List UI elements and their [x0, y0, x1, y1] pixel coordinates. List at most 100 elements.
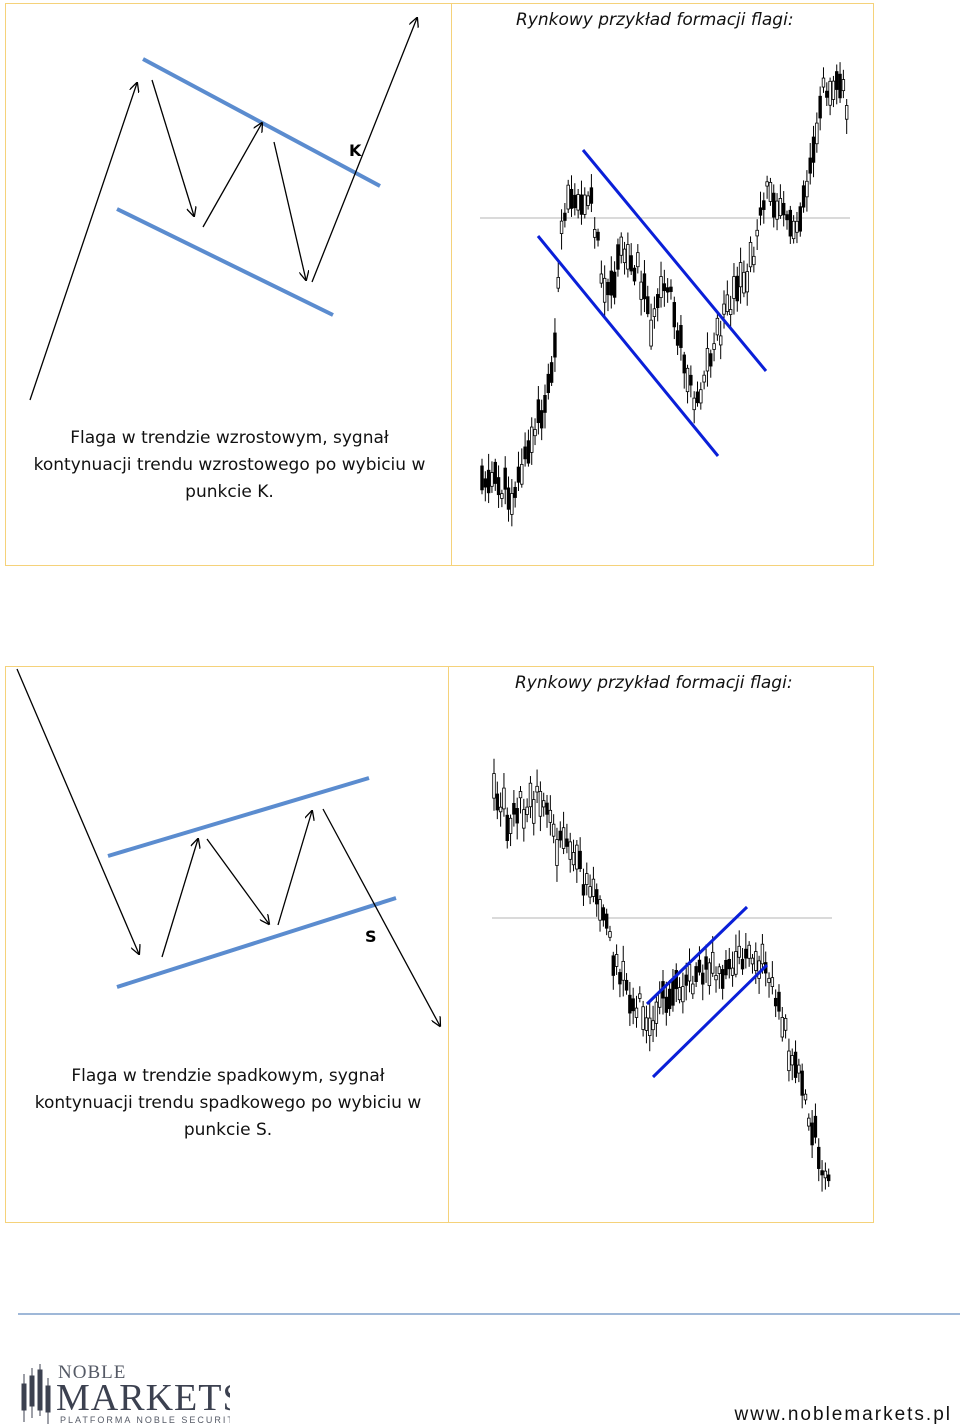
- bullish-flag-caption: Flaga w trendzie wzrostowym, sygnał kont…: [6, 425, 453, 506]
- candle-body: [566, 184, 570, 210]
- candle-body: [788, 209, 793, 237]
- candle-body: [677, 987, 682, 1001]
- candle-body: [578, 850, 582, 870]
- candle-body: [667, 988, 672, 1010]
- candle-body: [616, 244, 620, 270]
- candle-body: [601, 907, 606, 921]
- candle-body: [654, 1001, 659, 1024]
- candle-body: [775, 200, 779, 220]
- candle-body: [622, 248, 627, 264]
- candle-body: [760, 943, 765, 965]
- flag-lower-channel-line: [116, 896, 397, 989]
- candle-body: [795, 220, 799, 233]
- candle-body: [791, 220, 796, 240]
- candle-body: [520, 463, 524, 485]
- candle-body: [825, 90, 829, 98]
- candle-body: [575, 844, 579, 870]
- candle-body: [548, 809, 553, 823]
- candle-body: [621, 960, 625, 981]
- candle-body: [715, 317, 720, 336]
- candle-body: [785, 214, 789, 221]
- candle-body: [701, 972, 705, 985]
- caption-line: punkcie S.: [183, 1120, 273, 1140]
- candle-body: [553, 332, 557, 358]
- candle-body: [581, 884, 586, 896]
- candle-body: [773, 997, 778, 1007]
- candle-body: [619, 236, 623, 256]
- candle-body: [694, 966, 698, 983]
- candle-body: [813, 1115, 818, 1138]
- candle-body: [579, 194, 584, 215]
- candle-body: [609, 270, 613, 296]
- candle-body: [612, 271, 617, 298]
- bearish-flag-caption: Flaga w trendzie spadkowym, sygnał konty…: [6, 1063, 450, 1144]
- candle-body: [502, 787, 506, 810]
- candle-body: [515, 808, 519, 824]
- candle-body: [697, 959, 702, 973]
- candle-body: [755, 229, 759, 237]
- candle-body: [596, 231, 600, 241]
- candle-body: [599, 273, 604, 284]
- candle-body: [523, 446, 527, 460]
- bearish-candlestick-chart: [492, 758, 832, 1192]
- candle-body: [797, 1064, 801, 1074]
- candle-body: [750, 957, 755, 965]
- candle-body: [498, 806, 503, 813]
- logo-subtitle-text: PLATFORMA NOBLE SECURITIES: [60, 1415, 230, 1425]
- logo-candles-icon: [21, 1364, 51, 1424]
- swing-down-arrow: [206, 838, 269, 924]
- candle-body: [629, 255, 633, 272]
- candle-body: [624, 979, 629, 991]
- candle-body: [800, 1070, 804, 1096]
- candle-body: [754, 951, 758, 971]
- candle-body: [543, 395, 547, 413]
- candle-body: [638, 993, 642, 999]
- candle-body: [679, 325, 683, 348]
- candle-body: [565, 838, 569, 847]
- candle-body: [634, 1007, 639, 1018]
- candle-body: [828, 80, 832, 106]
- candle-body: [801, 185, 806, 208]
- candle-body: [595, 889, 599, 905]
- noble-markets-logo: NOBLE MARKETS PLATFORMA NOBLE SECURITIES: [21, 1362, 230, 1425]
- candle-body: [642, 273, 647, 300]
- candle-body: [656, 294, 660, 309]
- candle-body: [588, 886, 592, 898]
- candle-body: [586, 195, 590, 206]
- swing-up-arrow: [202, 123, 262, 228]
- caption-line: kontynuacji trendu wzrostowego po wybici…: [33, 455, 426, 475]
- candle-body: [606, 282, 610, 296]
- candle-body: [758, 207, 763, 216]
- candle-body: [748, 242, 753, 268]
- bullish-candlestick-chart: [480, 62, 850, 527]
- candle-body: [598, 899, 602, 921]
- candle-body: [542, 800, 546, 808]
- candle-body: [765, 181, 769, 187]
- candle-body: [719, 335, 723, 346]
- candle-body: [738, 262, 743, 288]
- candle-body: [734, 951, 738, 975]
- candle-body: [535, 785, 539, 793]
- candle-body: [561, 827, 566, 849]
- candle-body: [551, 823, 556, 837]
- candle-body: [798, 206, 802, 232]
- candle-body: [691, 983, 695, 995]
- candle-body: [611, 955, 615, 976]
- breakout-point-label: S: [365, 927, 377, 946]
- candle-body: [682, 354, 686, 374]
- candle-body: [644, 1017, 649, 1031]
- candle-body: [536, 399, 541, 424]
- candle-body: [483, 478, 488, 488]
- candle-body: [589, 187, 594, 204]
- candle-body: [838, 73, 842, 99]
- candle-body: [659, 276, 663, 298]
- candle-body: [740, 958, 745, 970]
- candle-body: [510, 493, 514, 515]
- candle-body: [585, 873, 589, 885]
- candle-body: [835, 71, 839, 90]
- candle-body: [493, 461, 497, 484]
- candle-body: [639, 281, 643, 300]
- candle-body: [593, 229, 597, 238]
- candlesticks: [480, 62, 849, 527]
- market-flag-upper-line: [645, 905, 749, 1006]
